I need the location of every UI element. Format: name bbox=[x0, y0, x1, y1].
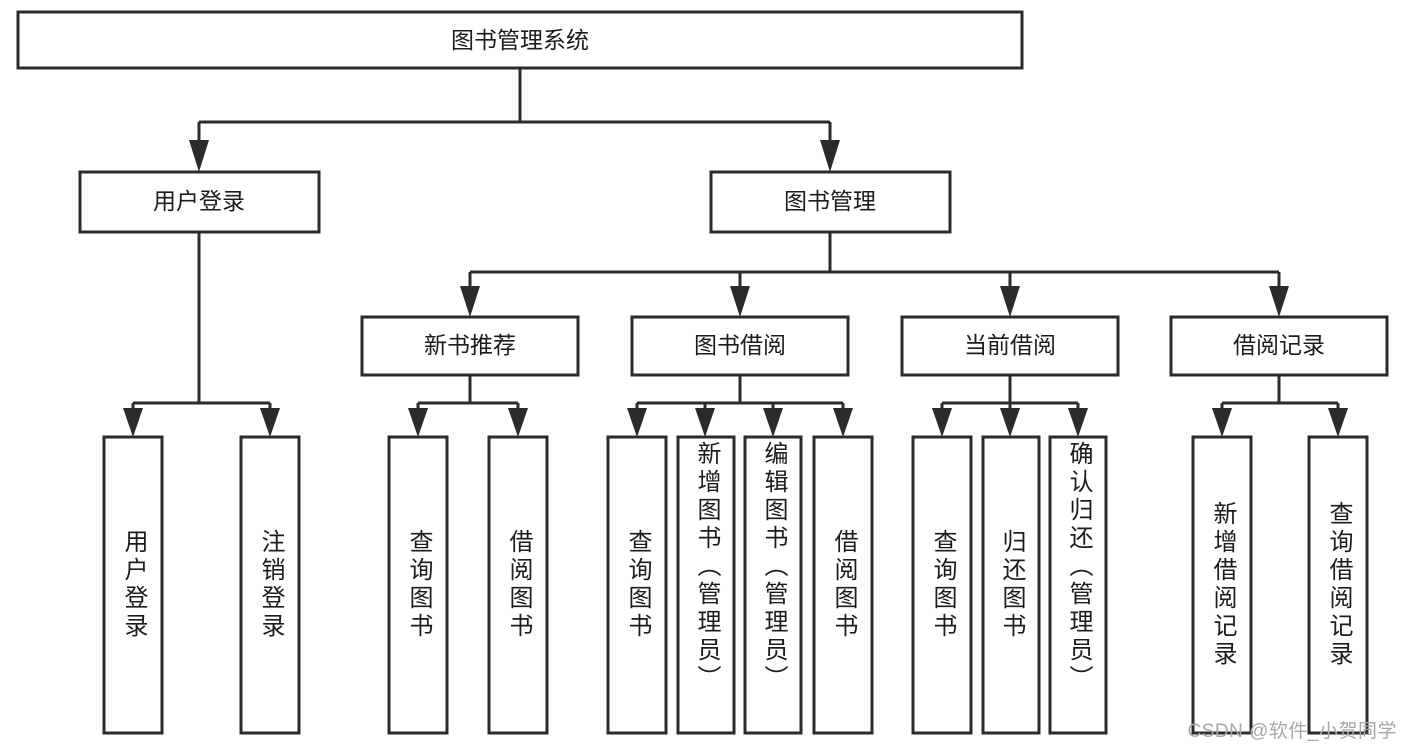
node-leaf-query-record[interactable] bbox=[1307, 435, 1369, 735]
node-leaf-query-book-3[interactable] bbox=[911, 435, 973, 735]
node-borrow-record[interactable]: 借阅记录 bbox=[1169, 315, 1389, 377]
node-leaf-query-book-1[interactable] bbox=[387, 435, 449, 735]
arrow-head-icon bbox=[730, 286, 750, 317]
node-current-borrow-box[interactable] bbox=[900, 315, 1120, 377]
node-leaf-add-record[interactable] bbox=[1191, 435, 1253, 735]
node-leaf-box[interactable] bbox=[676, 435, 736, 735]
connector-root-to-level2 bbox=[189, 68, 840, 172]
node-leaf-box[interactable] bbox=[812, 435, 874, 735]
connector-bookmanage-to-level3 bbox=[460, 232, 1289, 317]
node-leaf-box[interactable] bbox=[1307, 435, 1369, 735]
node-leaf-box[interactable] bbox=[911, 435, 973, 735]
node-book-manage-box[interactable] bbox=[709, 170, 952, 234]
node-leaf-box[interactable] bbox=[1191, 435, 1253, 735]
node-user-login-label: 用户登录 bbox=[153, 188, 245, 214]
node-root[interactable]: 图书管理系统 bbox=[16, 10, 1024, 70]
arrow-head-icon bbox=[932, 408, 952, 437]
node-new-book-rec[interactable]: 新书推荐 bbox=[360, 315, 580, 377]
node-book-borrow[interactable]: 图书借阅 bbox=[630, 315, 850, 377]
arrow-head-icon bbox=[1068, 408, 1088, 437]
node-borrow-record-box[interactable] bbox=[1169, 315, 1389, 377]
node-leaf-borrow-book-2[interactable] bbox=[812, 435, 874, 735]
arrow-head-icon bbox=[820, 140, 840, 172]
node-user-login-box[interactable] bbox=[78, 170, 321, 234]
node-leaf-query-book-2[interactable] bbox=[606, 435, 668, 735]
arrow-head-icon bbox=[1328, 408, 1348, 437]
node-leaf-logout[interactable] bbox=[239, 435, 301, 735]
node-root-box[interactable] bbox=[16, 10, 1024, 70]
node-leaf-return-book[interactable] bbox=[981, 435, 1041, 735]
arrow-head-icon bbox=[1000, 286, 1020, 317]
node-leaf-box[interactable] bbox=[239, 435, 301, 735]
node-borrow-record-label: 借阅记录 bbox=[1233, 332, 1325, 358]
node-leaf-box[interactable] bbox=[102, 435, 164, 735]
node-leaf-user-login[interactable] bbox=[102, 435, 164, 735]
connector-borrowrecord-to-leaves bbox=[1212, 375, 1348, 437]
node-leaf-borrow-book-1[interactable] bbox=[487, 435, 549, 735]
arrow-head-icon bbox=[508, 408, 528, 437]
node-new-book-rec-box[interactable] bbox=[360, 315, 580, 377]
node-book-borrow-label: 图书借阅 bbox=[694, 332, 786, 358]
node-leaf-box[interactable] bbox=[387, 435, 449, 735]
arrow-head-icon bbox=[1000, 408, 1020, 437]
node-book-manage[interactable]: 图书管理 bbox=[709, 170, 952, 234]
connector-currentborrow-to-leaves bbox=[932, 375, 1088, 437]
node-leaf-edit-book[interactable] bbox=[743, 435, 803, 735]
node-current-borrow[interactable]: 当前借阅 bbox=[900, 315, 1120, 377]
node-current-borrow-label: 当前借阅 bbox=[964, 332, 1056, 358]
arrow-head-icon bbox=[460, 286, 480, 317]
node-user-login[interactable]: 用户登录 bbox=[78, 170, 321, 234]
arrow-head-icon bbox=[260, 408, 280, 437]
node-root-label: 图书管理系统 bbox=[451, 27, 589, 53]
node-new-book-rec-label: 新书推荐 bbox=[424, 332, 516, 358]
arrow-head-icon bbox=[695, 408, 715, 437]
node-leaf-box[interactable] bbox=[606, 435, 668, 735]
node-leaf-box[interactable] bbox=[743, 435, 803, 735]
node-leaf-box[interactable] bbox=[1048, 435, 1108, 735]
csdn-watermark: CSDN @软件_小贺同学 bbox=[1187, 721, 1397, 742]
node-leaf-add-book[interactable] bbox=[676, 435, 736, 735]
connector-newbookrec-to-leaves bbox=[408, 375, 528, 437]
arrow-head-icon bbox=[1212, 408, 1232, 437]
arrow-head-icon bbox=[833, 408, 853, 437]
node-leaf-box[interactable] bbox=[487, 435, 549, 735]
node-leaf-box[interactable] bbox=[981, 435, 1041, 735]
node-book-borrow-box[interactable] bbox=[630, 315, 850, 377]
node-book-manage-label: 图书管理 bbox=[784, 188, 876, 214]
arrow-head-icon bbox=[408, 408, 428, 437]
connector-bookborrow-to-leaves bbox=[627, 375, 853, 437]
arrow-head-icon bbox=[189, 140, 209, 172]
arrow-head-icon bbox=[1269, 286, 1289, 317]
arrow-head-icon bbox=[763, 408, 783, 437]
arrow-head-icon bbox=[123, 408, 143, 437]
connector-userlogin-to-leaves bbox=[123, 232, 280, 437]
arrow-head-icon bbox=[627, 408, 647, 437]
node-leaf-confirm-return[interactable] bbox=[1048, 435, 1108, 735]
